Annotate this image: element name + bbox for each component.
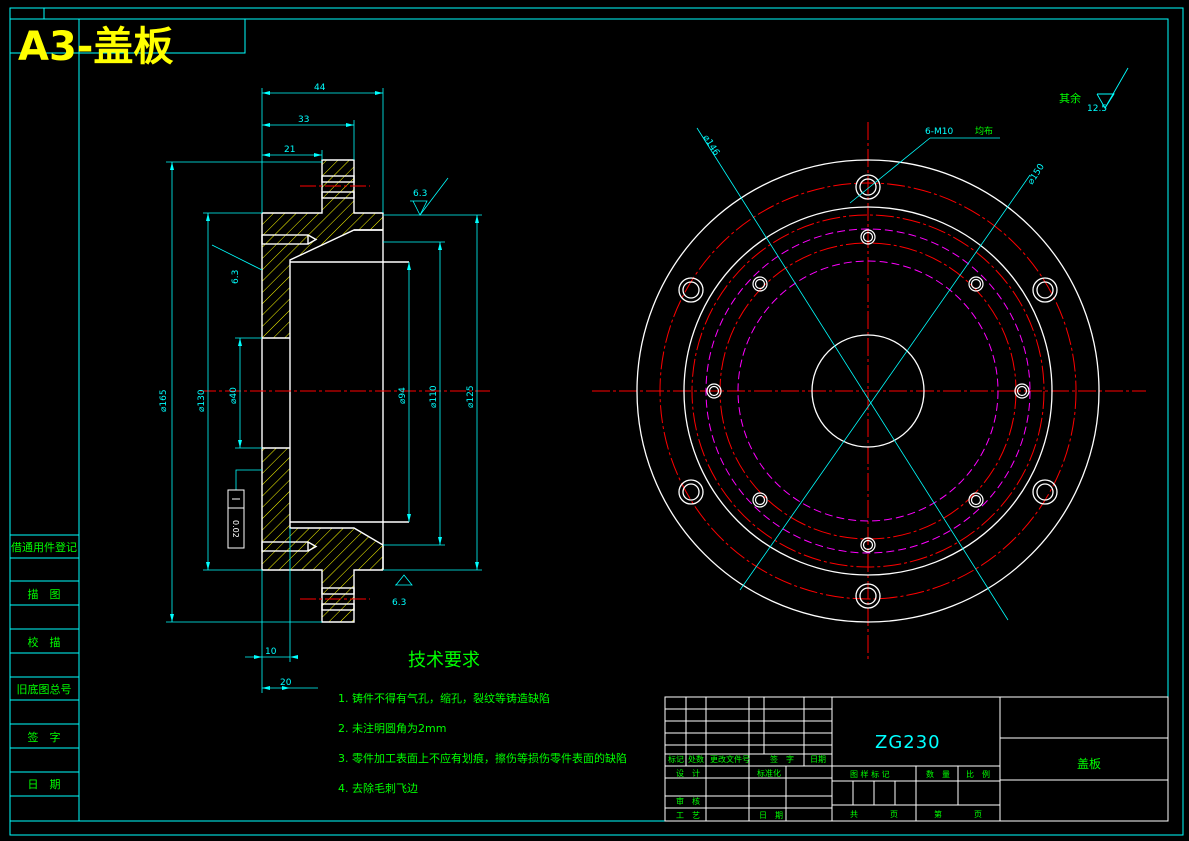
tech-item-1: 1. 铸件不得有气孔，缩孔，裂纹等铸造缺陷 [338, 691, 550, 705]
dim-phi130: ⌀130 [197, 389, 207, 412]
sheet-label: A3-盖板 [18, 24, 173, 70]
strip-label-5: 签 字 [28, 730, 61, 744]
rev-header-doc: 更改文件号 [710, 754, 750, 764]
side-strip-labels: 借通用件登记 描 图 校 描 旧底图总号 签 字 日 期 [11, 540, 77, 791]
tb-standardize: 标准化 [757, 768, 781, 778]
plan-dimension-lines [696, 127, 1031, 621]
gdt-value: 0.02 [231, 520, 240, 538]
tb-total: 共 [850, 810, 858, 819]
roughness-other-label: 其余 [1059, 91, 1081, 105]
rev-header-count: 处数 [688, 754, 704, 764]
dim-holes: 6-M10 [925, 127, 953, 137]
side-strip [9, 534, 80, 822]
strip-label-4: 旧底图总号 [17, 682, 72, 696]
gdt-frame [227, 489, 245, 549]
dim-uniform: 均布 [975, 125, 993, 137]
tech-title: 技术要求 [408, 650, 480, 671]
tech-requirements: 技术要求 1. 铸件不得有气孔，缩孔，裂纹等铸造缺陷 2. 未注明圆角为2mm … [338, 650, 627, 795]
plan-view: ⌀146 6-M10 均布 ⌀150 [592, 122, 1146, 660]
strip-label-2: 描 图 [28, 587, 61, 601]
rev-header-date: 日期 [810, 755, 826, 764]
tech-item-4: 4. 去除毛刺飞边 [338, 781, 418, 795]
dim-33: 33 [298, 115, 309, 125]
dim-10: 10 [265, 647, 277, 657]
plan-outline [636, 159, 1100, 623]
dim-21: 21 [284, 145, 295, 155]
tb-sheet-page: 页 [974, 810, 982, 819]
tb-part-name: 盖板 [1077, 757, 1101, 771]
roughness-other: 其余 12.5 [1059, 67, 1129, 114]
section-arrowheads [170, 91, 479, 690]
tb-sheet: 页 [890, 810, 898, 819]
section-view: 44 33 21 10 20 ⌀165 ⌀130 ⌀40 ⌀94 ⌀110 ⌀1… [159, 83, 490, 693]
dim-phi165: ⌀165 [159, 389, 169, 412]
dim-phi110: ⌀110 [429, 385, 439, 408]
dim-phi125: ⌀125 [466, 385, 476, 408]
dim-20: 20 [280, 678, 292, 688]
tb-date: 日 期 [759, 811, 783, 820]
tb-scale: 比 例 [966, 769, 990, 779]
tech-item-2: 2. 未注明圆角为2mm [338, 721, 446, 735]
rev-header-mark: 标记 [668, 754, 684, 764]
dim-44: 44 [314, 83, 326, 93]
tb-stage-mark: 图 样 标 记 [850, 769, 890, 779]
tb-design: 设 计 [676, 768, 700, 778]
plan-bolt-holes-inner [706, 229, 1030, 553]
drawing-frame [9, 7, 1184, 836]
tb-sheet-no: 第 [934, 809, 942, 819]
rough-bottom: 6.3 [392, 598, 406, 608]
dim-phi40: ⌀40 [229, 387, 239, 404]
strip-label-1: 借通用件登记 [11, 540, 77, 554]
section-hatch [262, 160, 383, 622]
rough-left: 6.3 [231, 270, 241, 284]
strip-label-3: 校 描 [28, 635, 61, 649]
plan-bolt-holes-outer [678, 174, 1058, 609]
strip-label-6: 日 期 [28, 778, 61, 791]
section-dimensions [166, 88, 482, 693]
roughness-symbols [395, 177, 449, 586]
tb-process: 工 艺 [676, 811, 700, 820]
plan-hidden-lines [705, 228, 1031, 554]
title-block-text: 标记 处数 更改文件号 签 字 日期 设 计 标准化 审 核 工 艺 日 期 图… [668, 754, 990, 820]
section-centerline [200, 185, 490, 600]
tech-item-3: 3. 零件加工表面上不应有划痕，擦伤等损伤零件表面的缺陷 [338, 751, 627, 765]
rough-top: 6.3 [413, 189, 427, 199]
tb-material: ZG230 [875, 732, 941, 753]
roughness-other-value: 12.5 [1087, 104, 1107, 114]
title-block [664, 696, 1169, 822]
rev-header-sign: 签 字 [770, 754, 794, 764]
tb-review: 审 核 [676, 796, 700, 806]
tb-weight: 数 量 [926, 769, 950, 779]
dim-phi94: ⌀94 [398, 387, 408, 404]
